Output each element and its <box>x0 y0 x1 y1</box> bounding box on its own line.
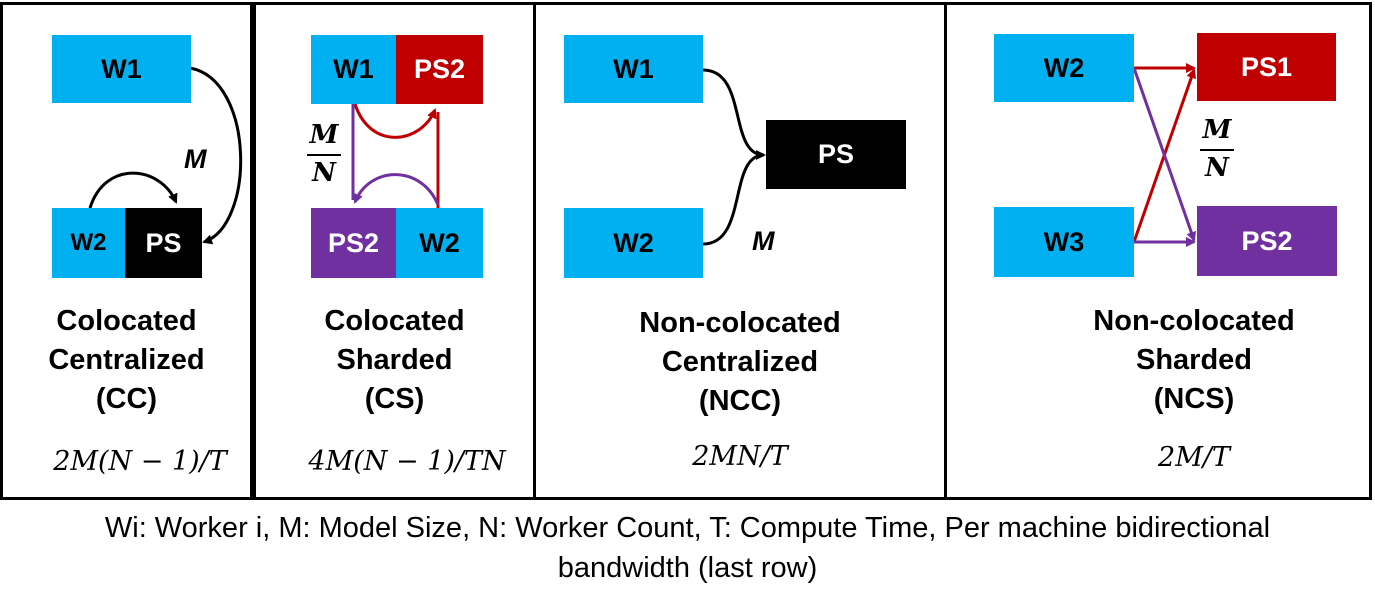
cs-fraction-denominator: N <box>312 158 336 188</box>
ncs-ps2-box: PS2 <box>1197 206 1337 276</box>
ncc-w2-box: W2 <box>564 208 703 278</box>
ncc-arrow-w1-ps <box>702 68 766 160</box>
ncc-ps-label: PS <box>817 139 855 169</box>
cc-w1-box: W1 <box>52 35 191 103</box>
ncc-title-line1: Non-colocated <box>639 307 841 339</box>
cc-title-line2: Centralized <box>48 344 205 376</box>
cs-w2-label: W2 <box>419 227 460 258</box>
ncc-title: Non-colocated Centralized (NCC) <box>533 304 947 421</box>
cs-fraction-numerator: M <box>309 120 339 150</box>
ncs-w2-label: W2 <box>1043 52 1085 83</box>
ncs-edge-fraction: M N <box>1200 115 1234 183</box>
cs-fraction-bar <box>307 154 341 156</box>
cc-w2-box: W2 <box>52 208 125 278</box>
ncs-ps1-label: PS1 <box>1240 51 1293 82</box>
ncs-w3-box: W3 <box>994 207 1134 277</box>
ncs-fraction-denominator: N <box>1205 153 1229 183</box>
cc-title-line3: (CC) <box>95 383 158 415</box>
cc-edge-label: M <box>184 144 207 174</box>
cc-ps-box: PS <box>125 208 202 278</box>
cs-ps2-top-label: PS2 <box>413 54 466 84</box>
ncc-ps-box: PS <box>766 120 906 189</box>
cc-w2-label: W2 <box>70 229 107 256</box>
cs-title-line2: Sharded <box>336 344 453 376</box>
ncs-title: Non-colocated Sharded (NCS) <box>944 302 1375 419</box>
cc-arrow-w1-ps <box>189 66 243 245</box>
ncc-edge-label: M <box>752 226 775 256</box>
cs-arrow-red-curve <box>353 103 437 139</box>
cc-formula: 2M(N − 1)/T <box>53 446 227 477</box>
cs-ps2-bottom-box: PS2 <box>311 208 396 278</box>
ncs-title-line2: Sharded <box>1135 344 1253 376</box>
cc-w1-label: W1 <box>101 53 142 84</box>
ncc-w2-label: W2 <box>613 227 654 258</box>
ncs-title-line1: Non-colocated <box>1093 305 1295 337</box>
cc-title: Colocated Centralized (CC) <box>0 302 253 419</box>
cc-ps-label: PS <box>145 227 182 258</box>
cs-w1-label: W1 <box>333 54 374 84</box>
cs-edge-fraction: M N <box>307 120 341 188</box>
cc-title-line1: Colocated <box>56 305 197 337</box>
cs-arrow-purple-curve <box>353 173 440 206</box>
caption-line1: Wi: Worker i, M: Model Size, N: Worker C… <box>104 512 1271 544</box>
ncs-w2-box: W2 <box>994 34 1134 102</box>
cs-ps2-bottom-label: PS2 <box>327 227 380 258</box>
cc-arrow-w2-ps <box>88 171 178 209</box>
cs-ps2-top-box: PS2 <box>396 35 483 104</box>
cs-w2-box: W2 <box>396 208 483 278</box>
ncc-title-line3: (NCC) <box>698 385 782 417</box>
ncs-w3-label: W3 <box>1043 226 1085 257</box>
ncs-fraction-numerator: M <box>1202 115 1232 145</box>
ncc-formula: 2MN/T <box>692 441 788 472</box>
ncs-formula: 2M/T <box>1158 442 1230 473</box>
cs-title-line3: (CS) <box>364 383 425 415</box>
cs-title-line1: Colocated <box>324 305 465 337</box>
caption-line2: bandwidth (last row) <box>557 552 818 584</box>
cs-formula: 4M(N − 1)/TN <box>308 446 506 477</box>
ncc-title-line2: Centralized <box>661 346 819 378</box>
ncs-title-line3: (NCS) <box>1153 383 1235 415</box>
ncs-fraction-bar <box>1200 149 1234 151</box>
ncs-ps1-box: PS1 <box>1197 33 1336 101</box>
ncc-w1-box: W1 <box>564 35 703 103</box>
cs-title: Colocated Sharded (CS) <box>253 302 536 419</box>
caption: Wi: Worker i, M: Model Size, N: Worker C… <box>0 508 1375 588</box>
ncc-w1-label: W1 <box>613 53 654 84</box>
ncc-arrow-w2-ps <box>702 153 765 246</box>
ncs-arrow-w2-ps2 <box>1132 67 1197 242</box>
ncs-ps2-label: PS2 <box>1241 225 1293 256</box>
cs-w1-box: W1 <box>311 35 396 104</box>
